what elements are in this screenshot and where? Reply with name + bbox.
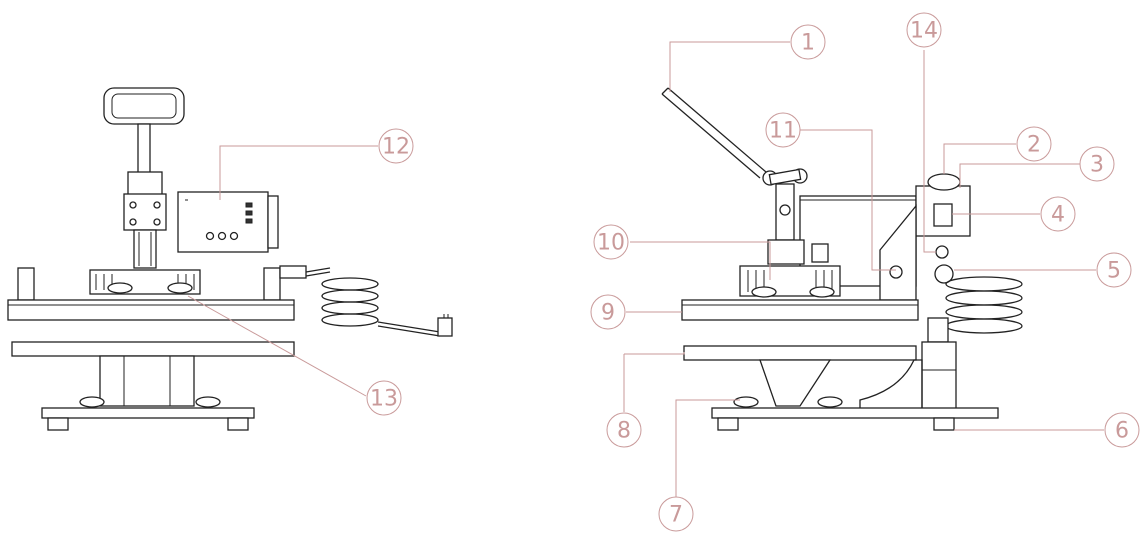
power-cord-coil — [321, 277, 379, 291]
callout-13: 13 — [366, 380, 402, 416]
callout-12: 12 — [378, 128, 414, 164]
front-central-column — [133, 229, 157, 269]
control-knob-icon — [217, 231, 227, 241]
leader-lines — [187, 41, 1104, 508]
callout-10-label: 10 — [597, 231, 625, 256]
power-plug — [437, 317, 453, 337]
callout-9-label: 9 — [601, 301, 615, 326]
callout-5-label: 5 — [1107, 259, 1121, 284]
callout-13-label: 13 — [370, 387, 398, 412]
callout-3-label: 3 — [1090, 153, 1104, 178]
front-linkage-block — [127, 171, 163, 197]
front-base-plate — [41, 407, 255, 419]
front-lower-platen — [11, 341, 295, 357]
callout-1-label: 1 — [801, 31, 815, 56]
side-lower-bracket — [759, 359, 832, 407]
front-linkage-housing — [123, 193, 167, 231]
control-knob-icon — [229, 231, 239, 241]
callout-6-label: 6 — [1115, 419, 1129, 444]
callout-2-label: 2 — [1027, 133, 1041, 158]
callout-6: 6 — [1104, 412, 1140, 448]
callout-2: 2 — [1016, 126, 1052, 162]
pressure-knob — [889, 265, 903, 279]
front-view — [7, 87, 453, 431]
side-column — [921, 341, 957, 413]
callout-3: 3 — [1079, 146, 1115, 182]
cord-grommet — [934, 264, 954, 284]
side-base-plate — [711, 407, 999, 419]
callout-7: 7 — [658, 496, 694, 532]
callout-7-label: 7 — [669, 503, 683, 528]
callout-11-label: 11 — [769, 119, 797, 144]
front-upper-platen — [7, 299, 295, 321]
callout-1: 1 — [790, 24, 826, 60]
callouts: 1 2 3 4 5 6 7 8 — [366, 12, 1140, 532]
callout-12-label: 12 — [382, 135, 410, 160]
callout-14: 14 — [906, 12, 942, 48]
control-knob-icon — [205, 231, 215, 241]
front-handle-stem — [137, 123, 151, 175]
callout-8-label: 8 — [617, 419, 631, 444]
callout-8: 8 — [606, 412, 642, 448]
callout-4-label: 4 — [1051, 203, 1065, 228]
front-stand — [99, 355, 195, 407]
indicator-light — [935, 245, 949, 259]
side-cord-coil — [945, 276, 1023, 292]
power-switch — [933, 203, 953, 227]
callout-11: 11 — [765, 112, 801, 148]
side-upper-platen — [681, 299, 919, 321]
front-handle-grip — [103, 87, 185, 125]
callout-5: 5 — [1096, 252, 1132, 288]
thermostat-knob — [927, 173, 961, 191]
side-view — [661, 87, 1023, 431]
callout-14-label: 14 — [910, 19, 938, 44]
control-box — [177, 191, 269, 253]
side-handle — [661, 93, 761, 179]
callout-9: 9 — [590, 294, 626, 330]
callout-10: 10 — [593, 224, 629, 260]
side-lower-platen — [683, 345, 917, 361]
callout-4: 4 — [1040, 196, 1076, 232]
